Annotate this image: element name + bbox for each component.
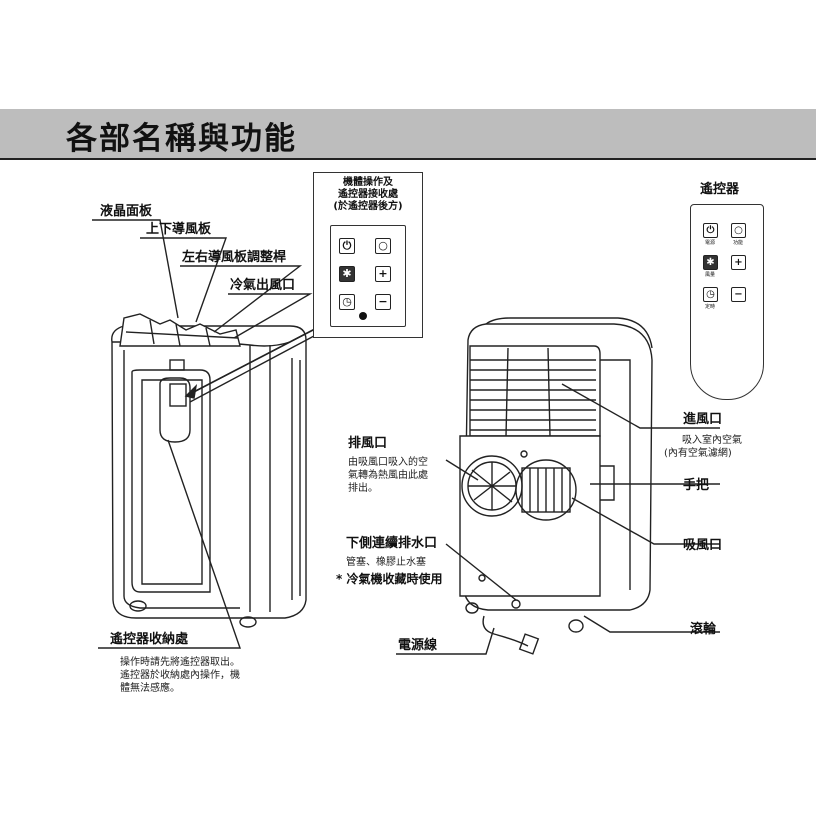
drain-warning: * 冷氣機收藏時使用 [336, 572, 443, 586]
section-header: 各部名稱與功能 [0, 109, 816, 160]
control-panel-detail: 機體操作及 遙控器接收處 (於遙控器後方) ⏻ ○ ✱ + ◷ − [313, 172, 423, 338]
remote-storage-note-2: 遙控器於收納處內操作，機 [120, 670, 240, 681]
exhaust-note-2: 氣轉為熱風由此處 [348, 470, 428, 481]
remote-control: ⏻ 電源 ○ 功能 ✱ 風量 + ◷ 定時 − [690, 204, 764, 400]
label-suction: 吸風口 [683, 538, 723, 553]
label-intake: 進風口 [683, 412, 723, 427]
mode-icon: ○ [375, 238, 391, 254]
label-cool-outlet: 冷氣出風口 [230, 278, 296, 293]
label-lcd-panel: 液晶面板 [100, 204, 153, 219]
intake-note-2: (內有空氣濾網) [664, 448, 732, 459]
remote-title: 遙控器 [700, 182, 740, 197]
label-power-cord: 電源線 [398, 638, 438, 653]
control-panel-title: 機體操作及 遙控器接收處 (於遙控器後方) [314, 177, 422, 213]
label-horizontal-lever: 左右導風板調整桿 [182, 250, 287, 265]
page-title: 各部名稱與功能 [66, 121, 297, 157]
remote-caption-power: 電源 [704, 240, 715, 246]
label-vertical-louver: 上下導風板 [146, 222, 212, 237]
control-panel-title-line-2: 遙控器接收處 [338, 189, 398, 200]
control-panel-title-line-3: (於遙控器後方) [333, 201, 403, 212]
control-panel-title-line-1: 機體操作及 [343, 177, 393, 188]
control-panel-face: ⏻ ○ ✱ + ◷ − [330, 225, 406, 327]
remote-plus-icon: + [731, 255, 746, 270]
intake-note-1: 吸入室內空氣 [682, 435, 742, 446]
label-remote-storage: 遙控器收納處 [110, 632, 189, 647]
remote-power-icon: ⏻ [703, 223, 718, 238]
label-casters: 滾輪 [690, 622, 717, 637]
remote-caption-mode: 功能 [732, 240, 743, 246]
label-handle: 手把 [683, 478, 710, 493]
minus-icon: − [375, 294, 391, 310]
power-icon: ⏻ [339, 238, 355, 254]
remote-storage-note-1: 操作時請先將遙控器取出。 [120, 657, 240, 668]
remote-minus-icon: − [731, 287, 746, 302]
fan-icon: ✱ [339, 266, 355, 282]
remote-timer-icon: ◷ [703, 287, 718, 302]
label-exhaust: 排風口 [348, 436, 388, 451]
receiver-dot-icon [359, 312, 367, 320]
remote-storage-note-3: 體無法感應。 [120, 683, 180, 694]
remote-mode-icon: ○ [731, 223, 746, 238]
exhaust-note-3: 排出。 [348, 483, 378, 494]
remote-caption-timer: 定時 [704, 304, 715, 310]
drain-note: 管塞、橡膠止水塞 [346, 557, 426, 568]
timer-icon: ◷ [339, 294, 355, 310]
remote-caption-fan: 風量 [704, 272, 715, 278]
plus-icon: + [375, 266, 391, 282]
exhaust-note-1: 由吸風口吸入的空 [348, 457, 428, 468]
remote-fan-icon: ✱ [703, 255, 718, 270]
label-drain: 下側連續排水口 [346, 536, 438, 551]
